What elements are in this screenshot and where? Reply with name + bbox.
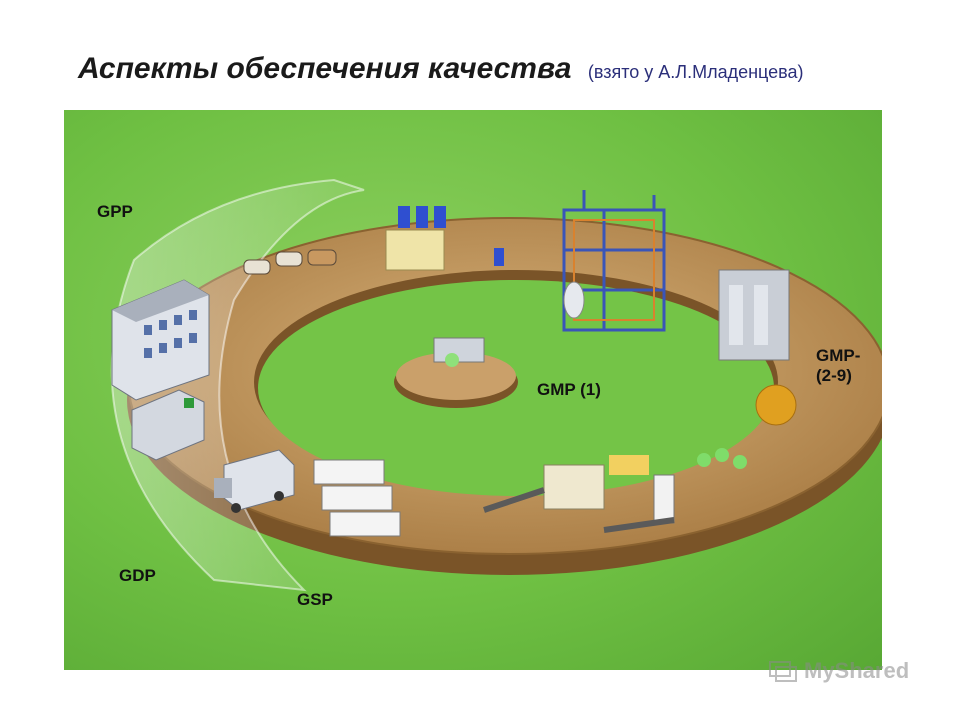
production-tower-frame: [573, 219, 655, 321]
packing-line: [483, 455, 675, 533]
warehouse-shelves: [313, 459, 401, 537]
glass-tunnel: [110, 178, 365, 592]
steel-equipment: [718, 269, 790, 361]
label-gmp-2-9: GMP- (2-9): [816, 346, 860, 387]
central-platform: [396, 352, 516, 400]
quality-aspects-diagram: GPP GMP (1) GMP- (2-9) GDP GSP: [64, 110, 882, 670]
delivery-truck: [214, 449, 295, 513]
capsule-sphere: [755, 384, 797, 426]
lab-worker: [445, 353, 459, 367]
myshared-watermark: MyShared: [768, 658, 909, 684]
reactor-tank: [563, 281, 585, 319]
diagram-illustration: [110, 178, 882, 592]
hospital-building: [111, 279, 210, 401]
title-main: Аспекты обеспечения качества: [78, 52, 572, 85]
label-gmp-2-9-line1: GMP-: [816, 346, 861, 365]
label-gmp-1: GMP (1): [537, 380, 601, 399]
workers-group: [697, 448, 747, 469]
myshared-logo-icon: [769, 661, 797, 682]
label-gdp: GDP: [119, 566, 156, 585]
myshared-logo-text: MyShared: [804, 658, 910, 683]
farm-animals: [243, 249, 337, 275]
lab-bench: [433, 337, 485, 363]
label-gmp-2-9-line2: (2-9): [816, 366, 852, 386]
slide-title: Аспекты обеспечения качества (взято у А.…: [78, 52, 804, 86]
title-source: (взято у А.Л.Младенцева): [587, 62, 804, 82]
label-gsp: GSP: [297, 590, 333, 609]
pharmacy-building: [131, 389, 205, 461]
raw-material-storage: [385, 206, 504, 271]
label-gpp: GPP: [97, 202, 133, 221]
